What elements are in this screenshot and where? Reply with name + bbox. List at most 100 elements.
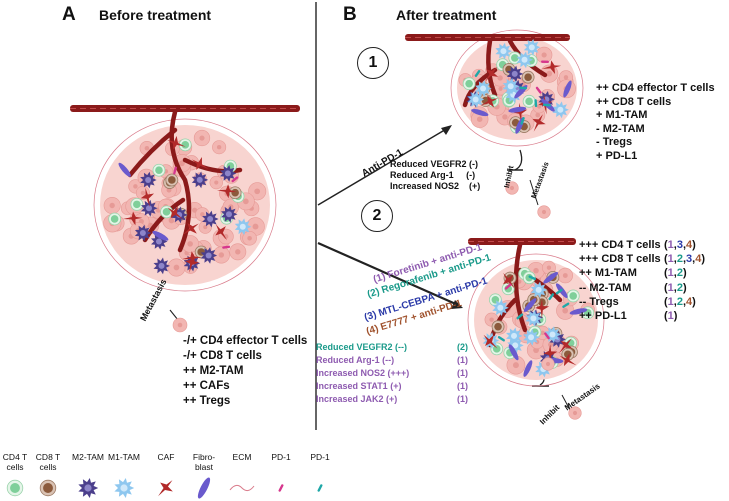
m1-nucleus [557, 106, 564, 113]
ref-number: 4 [695, 253, 702, 266]
tumor-nucleus [540, 330, 545, 336]
metastasis-cell [505, 181, 519, 195]
cd8-nucleus [168, 176, 176, 184]
ref-number: 1 [667, 281, 674, 294]
effect-step2-text: ++ M1-TAM [579, 267, 637, 280]
ref-number: 1 [667, 239, 674, 251]
tumor-nucleus [109, 202, 115, 209]
panel-b-letter: B [343, 4, 357, 25]
cd8-nucleus [231, 188, 239, 197]
m1-nucleus [549, 331, 556, 338]
marker-step2-text: Reduced Arg-1 (--) [316, 355, 395, 365]
tumor-step2 [467, 238, 605, 387]
tumor-nucleus [203, 225, 208, 230]
effect-step2-text: +++ CD4 T cells [579, 239, 661, 251]
legend-label: PD-1 [271, 452, 291, 462]
tumor-nucleus [177, 322, 183, 328]
effect-a-line: -/+ CD4 effector T cells [183, 335, 308, 347]
blood-vessel [70, 105, 300, 253]
marker-step2-text: Reduced VEGFR2 (--) [316, 342, 408, 352]
m2-nucleus [158, 262, 165, 269]
m1-nucleus [512, 342, 519, 349]
m1-nucleus [528, 44, 535, 51]
effect-step1-line: ++ CD8 T cells [596, 95, 672, 108]
tumor-nucleus [187, 241, 193, 247]
caf-icon [502, 272, 515, 289]
tumor-nucleus [214, 180, 219, 185]
metastasis-cell [541, 357, 555, 371]
cd8-t-cell-icon [39, 479, 57, 497]
fibroblast-icon [569, 308, 588, 315]
ecm-outline [450, 29, 584, 147]
effect-step1-line: + PD-L1 [596, 149, 638, 162]
effect-step1-line: - M2-TAM [596, 122, 645, 135]
caf-icon [181, 251, 202, 266]
effect-step2-refs: (1,2,4) [664, 295, 696, 308]
tumor-nucleus [489, 317, 494, 322]
cd4-nucleus [155, 166, 163, 175]
caf-icon [543, 344, 558, 364]
tumor-nucleus [252, 223, 259, 230]
effect-step2-text: ++ PD-L1 [579, 309, 627, 322]
effect-step1-line: - Tregs [596, 136, 633, 148]
caf-icon [484, 66, 499, 83]
vessel-branch [182, 157, 243, 174]
effect-a-line: ++ Tregs [183, 395, 231, 407]
tumor-nucleus [216, 145, 222, 150]
tumor-nucleus [254, 188, 261, 195]
pd1-pink-icon [278, 484, 284, 492]
pd1-teal-icon [562, 302, 570, 308]
cd4-nucleus [110, 215, 119, 223]
m1-nucleus [497, 304, 504, 311]
vessel-branch [513, 242, 528, 333]
m1-nucleus [507, 83, 514, 90]
legend-label: M1-TAM [108, 452, 140, 462]
caf-icon [559, 353, 577, 367]
m2-nucleus [139, 230, 146, 237]
caf-icon [541, 60, 562, 74]
tumor-nucleus [144, 145, 150, 151]
pd1-teal-icon [528, 275, 537, 281]
effect-a-line: -/+ CD8 T cells [183, 350, 262, 362]
fibroblast-icon [197, 477, 211, 499]
m2-nucleus [145, 177, 152, 184]
metastasis-cell [537, 205, 551, 219]
fibroblast-icon [118, 162, 131, 177]
cd4-nucleus [162, 208, 171, 216]
pd1-teal-icon [555, 288, 563, 295]
fibroblast-icon [508, 106, 527, 113]
m1-nucleus [239, 223, 246, 230]
tumor-nucleus [497, 75, 503, 81]
pd1-pink-icon [535, 86, 542, 94]
tumor-nucleus [537, 104, 542, 109]
tumor-before [70, 105, 300, 292]
cd4-nucleus [465, 79, 473, 88]
caf-icon [140, 187, 155, 208]
cd4-nucleus [133, 200, 141, 209]
step-1-markers: Reduced VEGFR2 (-)Reduced Arg-1 (-)Incre… [390, 159, 480, 192]
m2-nucleus [196, 176, 203, 183]
marker-step2-ref: (1) [457, 394, 468, 404]
tumor-nucleus [173, 264, 180, 271]
fibroblast-icon [197, 477, 211, 499]
tumor-nucleus [476, 116, 483, 122]
legend-label: ECM [232, 452, 252, 462]
m2-nucleus [511, 70, 518, 77]
tumor-nucleus [541, 52, 547, 58]
legend-label: M2-TAM [72, 452, 104, 462]
legend-label: CD4 T cells [2, 452, 28, 472]
legend-label: CAF [157, 452, 175, 462]
effect-step2-refs: (1,2) [664, 267, 687, 280]
m2-nucleus [84, 484, 92, 492]
metastasis-cell [172, 317, 188, 333]
fibroblast-icon [152, 230, 169, 241]
m1-nucleus [480, 85, 487, 92]
tumor-nucleus [218, 252, 225, 258]
marker-step2-ref: (1) [457, 381, 468, 391]
caf-icon [122, 211, 143, 226]
ref-number: 1 [667, 267, 674, 280]
cd4-nucleus [569, 292, 578, 300]
pd1-pink-icon [278, 484, 284, 492]
caf-icon [158, 480, 173, 497]
